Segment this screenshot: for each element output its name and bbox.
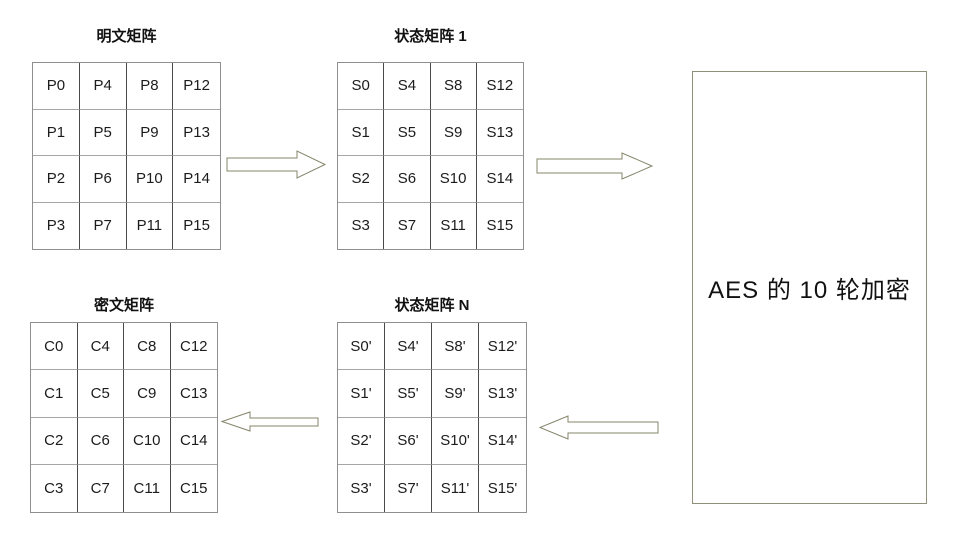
matrix-grid-plaintext: P0 P4 P8 P12 P1 P5 P9 P13 P2 P6 P10 P14 … xyxy=(32,62,221,250)
aes-rounds-label: AES 的 10 轮加密 xyxy=(708,277,911,304)
matrix-cell: C2 xyxy=(31,417,78,465)
matrix-cell: S0' xyxy=(338,323,385,371)
matrix-cell: S6 xyxy=(384,156,431,203)
matrix-cell: S1 xyxy=(338,109,385,156)
matrix-cell: P1 xyxy=(33,109,80,156)
matrix-cell: S13' xyxy=(479,370,526,418)
matrix-cell: C1 xyxy=(31,370,78,418)
aes-rounds-box: AES 的 10 轮加密 xyxy=(692,71,927,504)
matrix-cell: S12' xyxy=(479,323,526,371)
matrix-grid-stateN: S0' S4' S8' S12' S1' S5' S9' S13' S2' S6… xyxy=(337,322,527,513)
matrix-cell: P4 xyxy=(79,63,127,110)
matrix-cell: S5 xyxy=(384,109,431,156)
matrix-cell: C11 xyxy=(124,464,171,512)
matrix-cell: S0 xyxy=(338,63,385,110)
matrix-cell: S11 xyxy=(431,202,477,249)
matrix-cell: P14 xyxy=(173,156,220,203)
matrix-cell: C10 xyxy=(124,417,171,465)
matrix-cell: C6 xyxy=(77,417,124,465)
matrix-cell: P7 xyxy=(80,202,127,249)
matrix-cell: C0 xyxy=(31,323,78,371)
matrix-cell: S15 xyxy=(486,217,514,235)
matrix-grid-ciphertext: C0 C4 C8 C12 C1 C5 C9 C13 C2 C6 C10 C14 … xyxy=(30,322,218,513)
matrix-cell: S1' xyxy=(338,370,385,418)
arrow-plaintext-to-state1-icon xyxy=(226,150,327,179)
matrix-cell: P8 xyxy=(126,63,174,110)
matrix-cell: S3 xyxy=(338,202,385,249)
matrix-cell: S7' xyxy=(385,464,432,512)
matrix-cell: C8 xyxy=(124,323,171,371)
matrix-cell: S12 xyxy=(476,63,523,110)
arrow-state1-to-aes-icon xyxy=(536,152,654,180)
matrix-cell: P0 xyxy=(33,63,80,110)
matrix-cell: S8 xyxy=(430,63,477,110)
matrix-cell: S2' xyxy=(338,417,385,465)
matrix-cell: P2 xyxy=(33,156,80,203)
matrix-cell: S4' xyxy=(385,323,432,371)
matrix-cell: S11' xyxy=(432,464,479,512)
matrix-grid-state1: S0 S4 S8 S12 S1 S5 S9 S13 S2 S6 S10 S14 … xyxy=(337,62,524,250)
matrix-cell: C5 xyxy=(77,370,124,418)
matrix-cell: P5 xyxy=(79,109,127,156)
matrix-title-ciphertext: 密文矩阵 xyxy=(93,297,154,314)
matrix-cell: S9' xyxy=(432,370,479,418)
matrix-cell: S7 xyxy=(384,202,431,249)
matrix-cell: P13 xyxy=(173,110,220,156)
matrix-title-stateN: 状态矩阵 N xyxy=(394,297,470,314)
matrix-cell: S9 xyxy=(430,109,477,156)
matrix-cell: S6' xyxy=(385,417,432,465)
arrow-stateN-to-ciphertext-icon xyxy=(220,411,319,432)
matrix-cell: C7 xyxy=(78,464,124,512)
matrix-cell: C14 xyxy=(170,418,217,465)
matrix-cell: P12 xyxy=(173,63,220,110)
matrix-cell: S5' xyxy=(385,370,432,418)
matrix-cell: C13 xyxy=(170,370,217,418)
matrix-cell: P9 xyxy=(126,109,174,156)
matrix-cell: P10 xyxy=(126,156,174,203)
matrix-cell: P11 xyxy=(127,202,174,249)
matrix-cell: S10' xyxy=(432,417,479,465)
matrix-cell: S4 xyxy=(384,63,431,110)
matrix-cell: S15' xyxy=(487,479,518,497)
matrix-cell: P3 xyxy=(33,202,80,249)
matrix-cell: S14' xyxy=(479,418,526,465)
matrix-cell: C3 xyxy=(31,464,78,512)
matrix-cell: P6 xyxy=(79,156,127,203)
matrix-cell: C9 xyxy=(124,370,171,418)
matrix-title-plaintext: 明文矩阵 xyxy=(96,28,157,45)
matrix-title-state1: 状态矩阵 1 xyxy=(394,28,467,45)
matrix-cell: S8' xyxy=(432,323,479,371)
arrow-aes-to-stateN-icon xyxy=(538,415,659,440)
matrix-cell: S14 xyxy=(476,156,523,203)
matrix-cell: C4 xyxy=(77,323,124,371)
matrix-cell: C15 xyxy=(179,479,208,497)
matrix-cell: S13 xyxy=(476,110,523,156)
matrix-cell: S10 xyxy=(430,156,477,203)
matrix-cell: P15 xyxy=(183,217,210,235)
matrix-cell: S3' xyxy=(338,464,385,512)
matrix-cell: S2 xyxy=(338,156,385,203)
matrix-cell: C12 xyxy=(170,323,217,371)
